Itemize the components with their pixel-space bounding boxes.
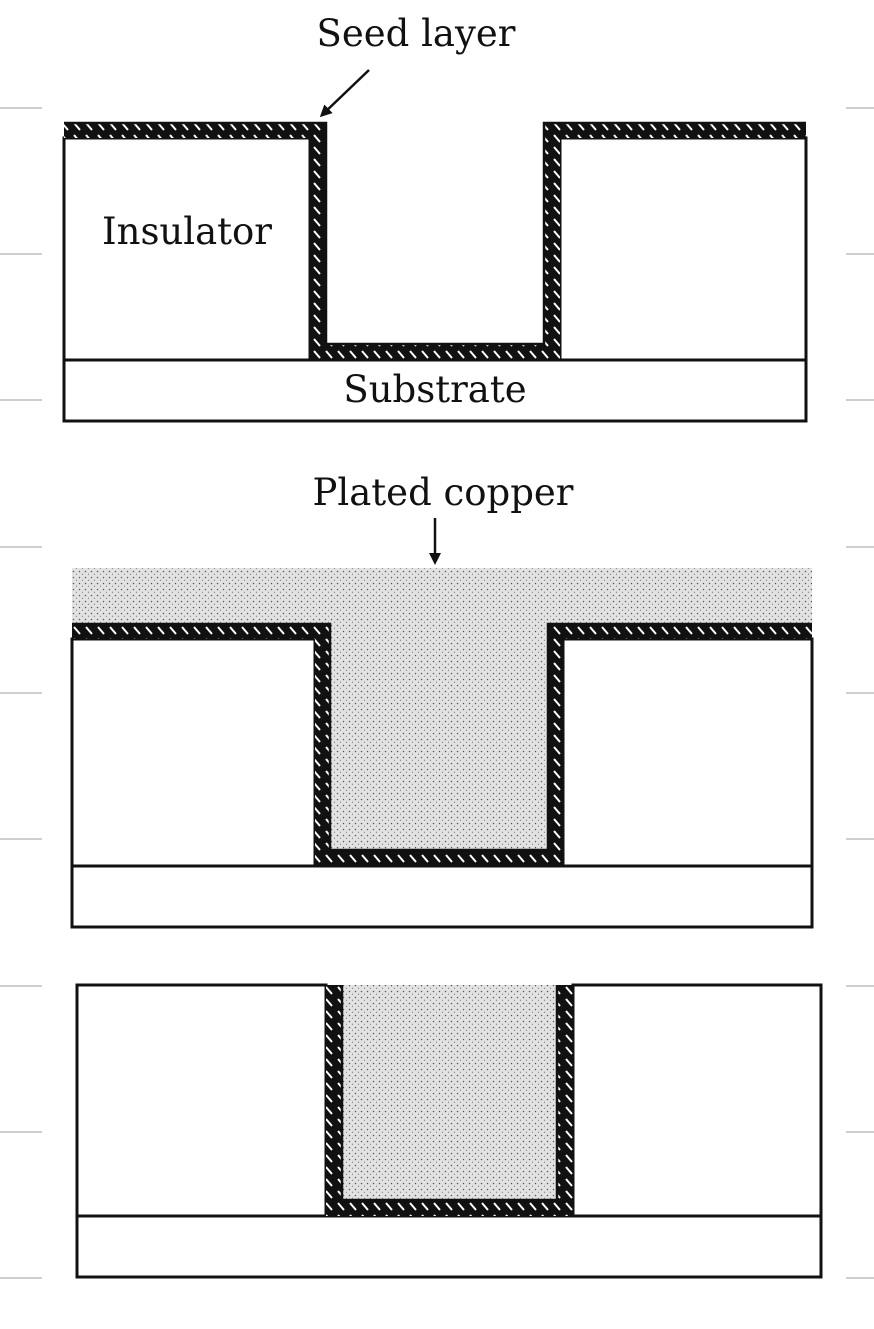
seed-layer-label: Seed layer bbox=[317, 12, 516, 55]
margin-ticks bbox=[0, 107, 874, 1279]
panel-plated-copper: Plated copper bbox=[70, 471, 814, 929]
plated-copper-label: Plated copper bbox=[313, 471, 574, 514]
insulator-right bbox=[561, 637, 814, 868]
panel-seed-layer: Seed layer Insulator Substrate bbox=[62, 12, 808, 423]
plated-copper-fill bbox=[72, 568, 812, 850]
insulator-right bbox=[558, 136, 808, 362]
seed-layer-arrow bbox=[319, 69, 370, 118]
copper-plug bbox=[342, 985, 557, 1200]
substrate-label: Substrate bbox=[343, 368, 526, 411]
substrate-block bbox=[70, 864, 814, 929]
insulator-left bbox=[70, 637, 317, 868]
substrate-block bbox=[75, 1214, 823, 1279]
panel-after-polish bbox=[75, 983, 823, 1279]
insulator-left bbox=[75, 983, 328, 1218]
insulator-label: Insulator bbox=[102, 210, 272, 253]
insulator-right bbox=[571, 983, 823, 1218]
